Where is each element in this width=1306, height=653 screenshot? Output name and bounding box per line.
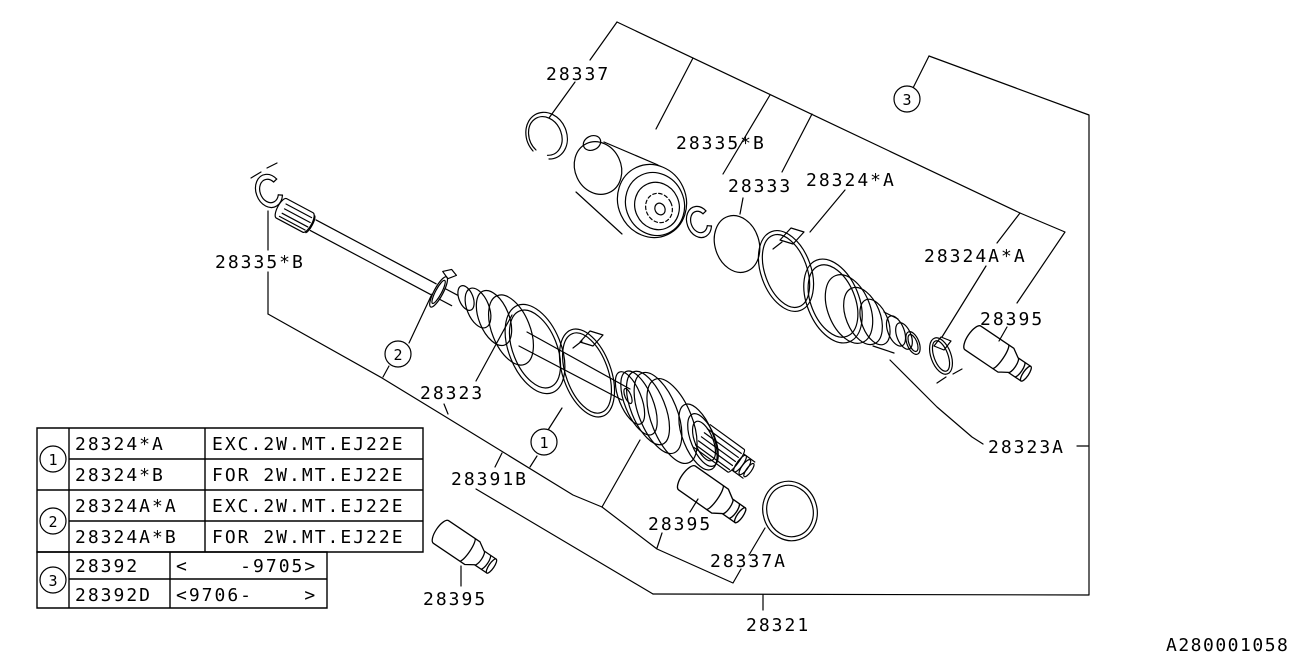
callout-3: 3: [902, 91, 911, 109]
baffle-plate-28333-drawing: [713, 214, 761, 274]
table-callout-3: 3: [48, 572, 57, 590]
part-label-28395-bm: 28395: [648, 514, 712, 535]
table-part-cell: 28324A*A: [75, 496, 178, 517]
boot-band-28324A-drawing: [757, 227, 815, 312]
part-label-28333: 28333: [728, 176, 792, 197]
table-part-cell: 28324A*B: [75, 527, 178, 548]
shaft-segment-drawing: [518, 331, 633, 405]
table-part-cell: 28392: [75, 556, 139, 577]
table-desc-cell: < -9705>: [176, 556, 317, 577]
part-labels: 28337 28335*B 28333 28324*A 28324A*A 283…: [215, 64, 1065, 636]
part-label-28337: 28337: [546, 64, 610, 85]
table-callout-3-circle: [39, 566, 67, 594]
leader-28324AA: [941, 212, 1021, 338]
table-part-cell: 28324*A: [75, 434, 165, 455]
table-borders-bottom: [36, 551, 328, 609]
outer-boot-28323-drawing: [457, 285, 566, 395]
part-label-28335B-top: 28335*B: [676, 133, 766, 154]
table-desc-cell: EXC.2W.MT.EJ22E: [212, 496, 405, 517]
callout-1-circle: [530, 428, 558, 456]
part-label-28337A: 28337A: [710, 551, 787, 572]
part-label-28391B: 28391B: [451, 469, 528, 490]
diagram-callouts: 1 2 3: [384, 85, 921, 456]
callout-1: 1: [539, 434, 548, 452]
ring-28337-drawing: [525, 111, 568, 160]
drawing-number: A280001058: [1166, 635, 1289, 653]
part-label-28324A: 28324*A: [806, 170, 896, 191]
leader-28337: [548, 21, 618, 119]
table-desc-cell: FOR 2W.MT.EJ22E: [212, 465, 405, 486]
table-callout-1-circle: [39, 445, 67, 473]
inner-joint-race-drawing: [573, 135, 688, 239]
table-callout-1: 1: [48, 451, 57, 469]
grease-tube-top-right-drawing: [959, 322, 1037, 388]
leader-28324A: [781, 113, 846, 233]
ring-28337A-drawing: [762, 480, 818, 542]
part-label-28395-tr: 28395: [980, 309, 1044, 330]
large-boot-band-drawing: [558, 328, 616, 418]
outer-joint-bj-drawing: [614, 370, 719, 471]
table-part-cell: 28392D: [75, 585, 152, 606]
leader-28395-bottom-mid: [656, 498, 699, 549]
grease-tube-bottom-left-drawing: [428, 517, 502, 580]
callout-3-circle: [893, 85, 921, 113]
part-label-28323A: 28323A: [988, 437, 1065, 458]
leader-callout3: [912, 55, 930, 89]
part-label-28323: 28323: [420, 383, 484, 404]
table-part-cell: 28324*B: [75, 465, 165, 486]
stub-axle-drawing: [693, 424, 756, 479]
table-desc-cell: FOR 2W.MT.EJ22E: [212, 527, 405, 548]
table-borders-main: [36, 427, 424, 553]
lower-bracket-to-28321: [475, 488, 654, 595]
assembly-28321-bracket: [652, 55, 1090, 596]
parts-table: 1 2 3 28324*A EXC.2W.MT.EJ22E 28324*B FO…: [36, 427, 424, 609]
parts-artwork: [254, 111, 1037, 580]
table-callout-2: 2: [48, 513, 57, 531]
small-boot-clamp-drawing: [928, 336, 963, 384]
callout-2: 2: [393, 346, 402, 364]
table-callout-2-circle: [39, 507, 67, 535]
dashes-snap-ring-left: [250, 162, 278, 179]
lower-group-bracket-line: [267, 313, 766, 584]
table-desc-cell: <9706- >: [176, 585, 317, 606]
table-desc-cell: EXC.2W.MT.EJ22E: [212, 434, 405, 455]
part-label-28395-bl: 28395: [423, 589, 487, 610]
leader-lines: [250, 21, 1090, 611]
tick-28391B: [494, 452, 503, 468]
inner-boot-drawing: [803, 258, 921, 355]
leader-bj-housing: [601, 439, 641, 508]
part-label-28335B-left: 28335*B: [215, 252, 305, 273]
leader-28335B-top: [655, 57, 694, 130]
part-label-28321: 28321: [746, 615, 810, 636]
part-label-28324AA: 28324A*A: [924, 246, 1027, 267]
upper-group-bracket-line: [616, 21, 1066, 304]
leader-28333: [722, 94, 771, 215]
snap-ring-top-drawing: [685, 205, 713, 239]
leader-callout2: [382, 293, 433, 378]
axle-shaft-drawing: [274, 197, 458, 308]
callout-2-circle: [384, 340, 412, 368]
snap-ring-left-drawing: [254, 173, 284, 209]
leader-callout1: [529, 407, 563, 468]
leader-28323A: [889, 359, 1089, 447]
